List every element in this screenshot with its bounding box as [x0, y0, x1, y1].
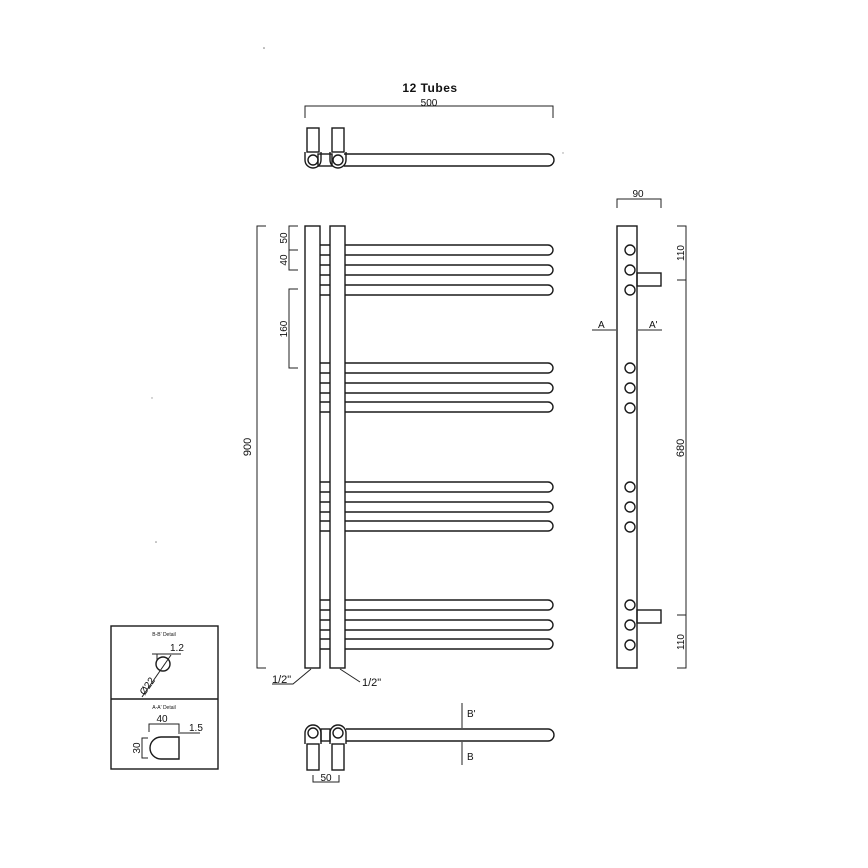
valve-stem-right: [331, 127, 345, 153]
tube-group-1: [320, 244, 554, 296]
top-tube: [344, 153, 555, 167]
side-header-bar: [616, 225, 638, 669]
bb-wall-label: 1.2: [170, 643, 184, 654]
bottom-header-right-circle: [332, 727, 344, 739]
bottom-valve-stem-left: [306, 743, 320, 771]
detail-box: B-B' Detail 1.2 Ø22 A-A' Detail 40 1.5 3…: [110, 625, 219, 770]
width-dimension: 500: [304, 98, 554, 118]
left-connection-label: 1/2": [272, 674, 291, 686]
d-tube-section: [149, 736, 180, 760]
height-dim-label: 900: [242, 438, 254, 456]
height-dimension: [256, 225, 266, 669]
tube-end-circles: [624, 244, 636, 651]
section-b-bottom-label: B: [467, 752, 474, 763]
bottom-bracket-dim-label: 110: [676, 634, 687, 650]
group-gap-dim-label: 160: [279, 320, 290, 337]
right-header-bar: [329, 225, 346, 669]
aa-height-label: 30: [132, 742, 143, 754]
section-a-right-label: A': [649, 320, 658, 331]
front-view: 900 50 40 160: [242, 225, 554, 689]
bottom-header-left-circle: [307, 727, 319, 739]
bottom-valve-stem-right: [331, 743, 345, 771]
aa-wall-label: 1.5: [189, 723, 203, 734]
centers-dim-label: 50: [320, 773, 332, 784]
depth-dimension: [616, 198, 662, 208]
left-header-bar: [304, 225, 321, 669]
wall-bracket-bottom: [636, 609, 662, 624]
aa-width-label: 40: [156, 714, 168, 725]
width-dim-label: 500: [421, 98, 438, 109]
right-connection-label: 1/2": [362, 677, 381, 689]
bb-detail-title: B-B' Detail: [152, 632, 175, 638]
tube-group-3: [320, 481, 554, 532]
top-bracket-dim-label: 110: [676, 245, 687, 261]
tube-group-2: [320, 362, 554, 413]
right-connection-leader: [339, 668, 361, 683]
left-connection-leader: [272, 668, 312, 685]
depth-dim-label: 90: [632, 189, 644, 200]
valve-stem-left: [306, 127, 320, 153]
bottom-view: B' B 50: [304, 703, 555, 784]
side-view: 90 A A' 110 680: [592, 189, 687, 669]
side-height-dimension: [677, 225, 687, 669]
round-tube-section: [155, 656, 171, 672]
drawing-title: 12 Tubes: [402, 81, 457, 95]
centers-dimension: [312, 775, 340, 783]
section-a-left-label: A: [598, 320, 605, 331]
bottom-tube: [346, 728, 555, 742]
tube-group-4: [320, 599, 554, 650]
header-left-circle: [307, 154, 319, 166]
bottom-header-connector: [320, 728, 331, 742]
top-view: 500: [304, 98, 555, 169]
header-right-circle: [332, 154, 344, 166]
wall-bracket-top: [636, 272, 662, 287]
tube-spacing-dim-label: 40: [279, 254, 290, 266]
top-offset-dim-label: 50: [279, 232, 290, 244]
section-b-top-label: B': [467, 709, 476, 720]
aa-detail-title: A-A' Detail: [152, 705, 175, 711]
bracket-spacing-dim-label: 680: [675, 439, 687, 457]
